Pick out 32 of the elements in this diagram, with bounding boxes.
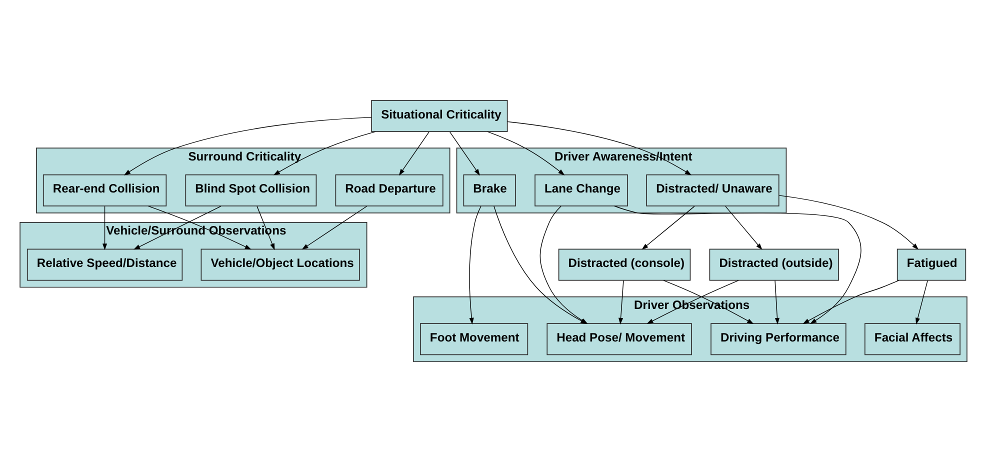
- arrow: [398, 132, 430, 176]
- arrow: [273, 131, 376, 176]
- node-box: Distracted/ Unaware: [646, 174, 780, 206]
- node-box: Road Departure: [335, 174, 444, 206]
- arrow: [725, 206, 762, 250]
- arrow: [916, 280, 928, 324]
- arrow: [124, 116, 372, 176]
- node-box: Distracted (console): [558, 248, 691, 281]
- node-box: Distracted (outside): [709, 248, 839, 281]
- arrow: [469, 206, 482, 324]
- node-box: Relative Speed/Distance: [26, 248, 183, 281]
- node-box: Foot Movement: [420, 323, 528, 356]
- arrow: [618, 280, 624, 325]
- node-box: Facial Affects: [864, 323, 960, 356]
- arrow: [642, 206, 695, 250]
- arrow: [302, 206, 368, 250]
- node-box: Driving Performance: [710, 323, 846, 356]
- node-box: Head Pose/ Movement: [546, 323, 692, 356]
- node-box: Vehicle/Object Locations: [200, 248, 360, 281]
- node-box: Blind Spot Collision: [185, 174, 317, 206]
- node-box: Rear-end Collision: [42, 174, 167, 206]
- arrow: [774, 280, 780, 325]
- arrow: [450, 132, 480, 176]
- node-box: Situational Criticality: [371, 100, 508, 132]
- arrow: [778, 195, 919, 250]
- arrow: [487, 131, 565, 176]
- arrow: [802, 280, 900, 324]
- arrow: [102, 206, 108, 250]
- node-box: Fatigued: [896, 248, 966, 281]
- node-box: Lane Change: [534, 174, 628, 206]
- arrow: [507, 121, 692, 176]
- node-box: Brake: [463, 174, 516, 206]
